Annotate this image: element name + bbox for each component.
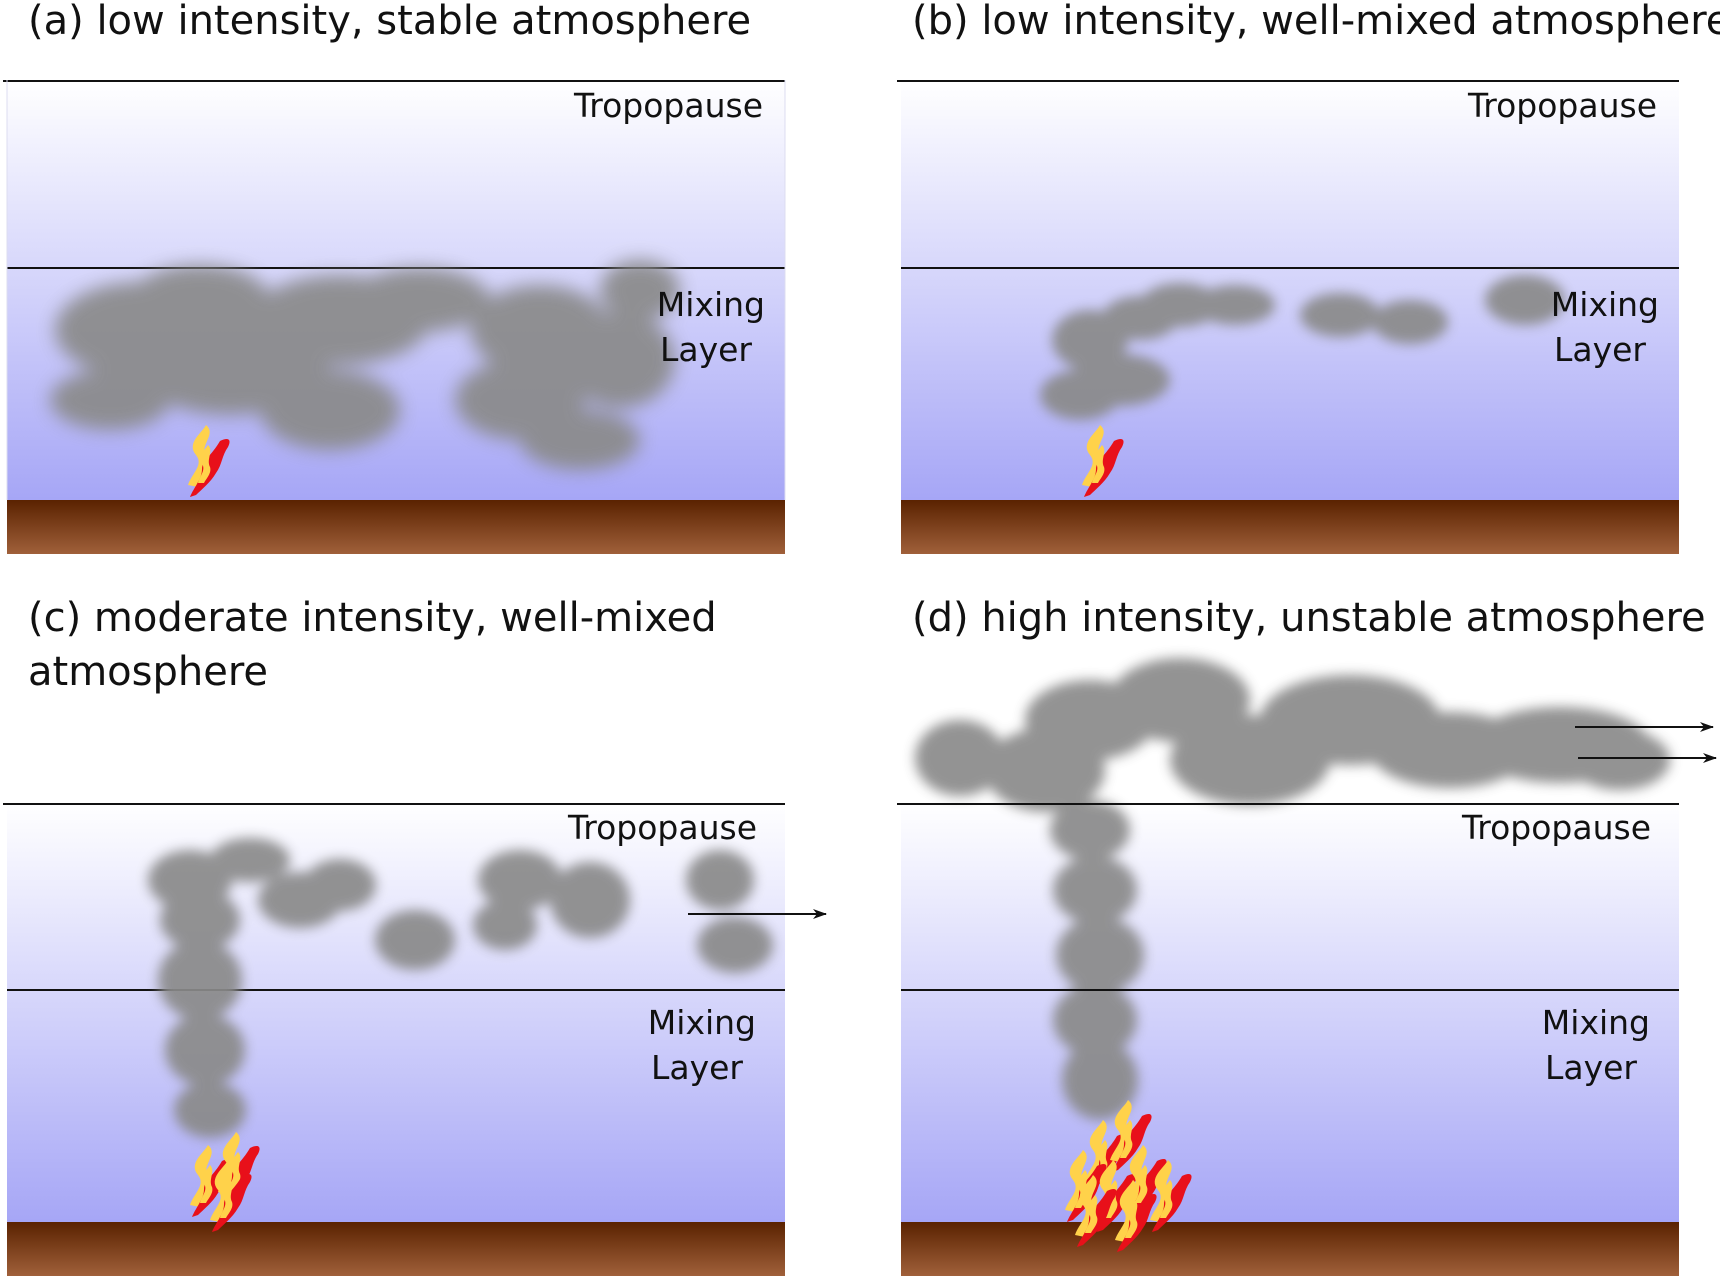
panel-c-title-line1: (c) moderate intensity, well-mixed bbox=[28, 595, 717, 641]
smoke-plume-a bbox=[50, 260, 680, 470]
ground-c bbox=[7, 1222, 785, 1276]
mixing-label-d-line2: Layer bbox=[1544, 1048, 1637, 1087]
mixing-label-a-line2: Layer bbox=[659, 330, 752, 369]
panel-d-title: (d) high intensity, unstable atmosphere bbox=[912, 595, 1706, 641]
mixing-label-c-line1: Mixing bbox=[647, 1003, 756, 1042]
tropopause-label-c: Tropopause bbox=[567, 808, 757, 847]
ground-b bbox=[901, 500, 1679, 554]
panel-d bbox=[897, 658, 1717, 1276]
tropopause-label-a: Tropopause bbox=[573, 86, 763, 125]
smoke-plume-d bbox=[915, 658, 1670, 1120]
mixing-label-c-line2: Layer bbox=[650, 1048, 743, 1087]
panel-c-title-line2: atmosphere bbox=[28, 649, 268, 695]
smoke-plume-b bbox=[1040, 275, 1565, 420]
smoke-plume-c bbox=[148, 838, 773, 1138]
mixing-label-b-line2: Layer bbox=[1553, 330, 1646, 369]
mixing-label-a-line1: Mixing bbox=[656, 285, 765, 324]
panel-b-title: (b) low intensity, well-mixed atmosphere bbox=[912, 0, 1720, 44]
tropopause-label-b: Tropopause bbox=[1467, 86, 1657, 125]
panel-c bbox=[3, 803, 827, 1276]
mixing-label-b-line1: Mixing bbox=[1550, 285, 1659, 324]
panel-a-title: (a) low intensity, stable atmosphere bbox=[28, 0, 752, 44]
tropopause-label-d: Tropopause bbox=[1461, 808, 1651, 847]
sky-d bbox=[901, 803, 1679, 1222]
sky-c bbox=[7, 803, 785, 1222]
ground-a bbox=[7, 500, 785, 554]
panel-b bbox=[897, 80, 1679, 554]
ground-d bbox=[901, 1222, 1679, 1276]
panel-a bbox=[3, 80, 786, 554]
mixing-label-d-line1: Mixing bbox=[1541, 1003, 1650, 1042]
